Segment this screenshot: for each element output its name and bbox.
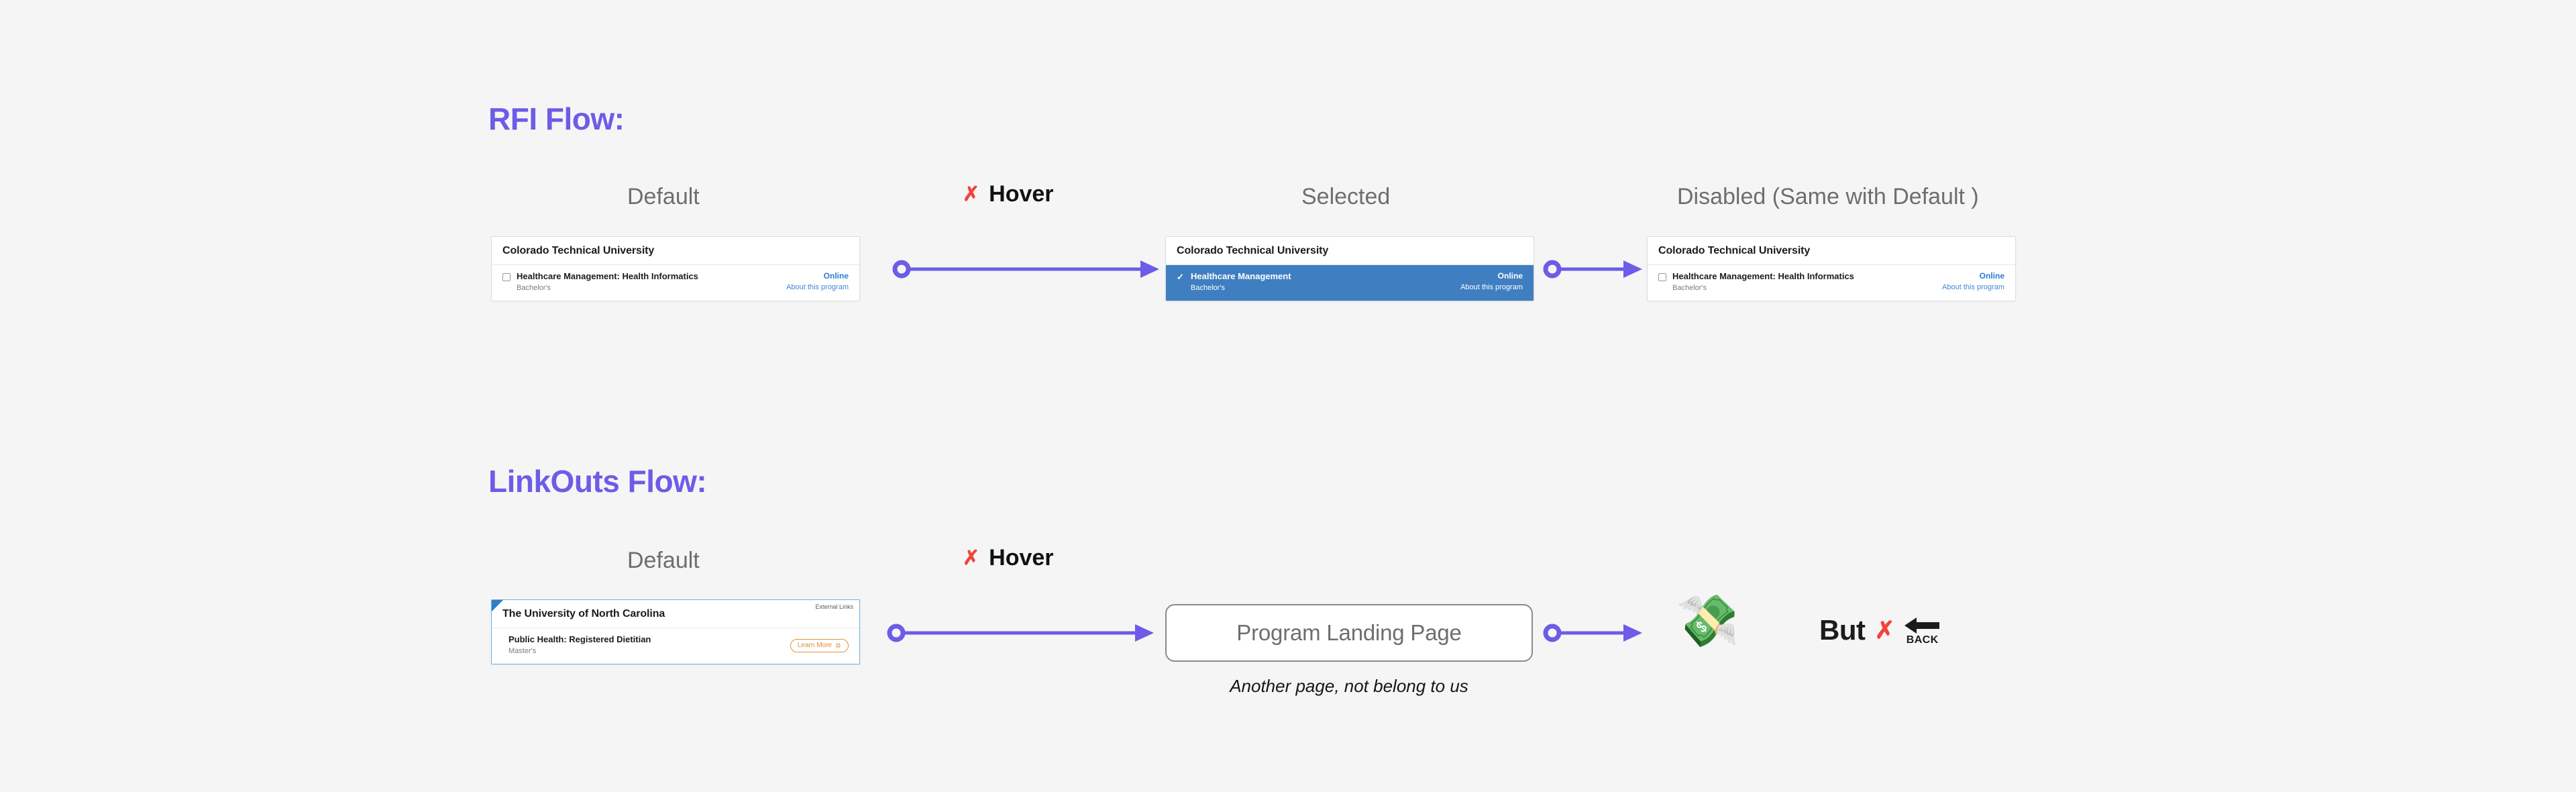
rfi-card-disabled-program-text: Healthcare Management: Health Informatic… bbox=[1672, 271, 1854, 293]
learn-more-label: Learn More bbox=[797, 641, 832, 649]
rfi-card-default-program-text: Healthcare Management: Health Informatic… bbox=[517, 271, 698, 293]
checkbox-icon[interactable] bbox=[502, 273, 511, 281]
rfi-card-disabled-about-link[interactable]: About this program bbox=[1942, 283, 2004, 291]
linkout-card-default[interactable]: External Links The University of North C… bbox=[491, 599, 860, 664]
flow-arrow-selected-to-disabled-svg bbox=[1543, 260, 1642, 279]
learn-more-button[interactable]: Learn More bbox=[790, 638, 849, 652]
rfi-column-header-default-label: Default bbox=[627, 184, 700, 209]
linkout-card-program-row[interactable]: Public Health: Registered Dietitian Mast… bbox=[492, 628, 859, 664]
linkouts-column-header-hover: ✗ Hover bbox=[963, 545, 1054, 571]
rfi-column-header-default: Default bbox=[627, 184, 700, 210]
linkouts-column-header-default: Default bbox=[627, 548, 700, 574]
linkout-card-school: The University of North Carolina bbox=[502, 608, 665, 620]
rfi-card-selected-program-row[interactable]: ✓ Healthcare Management Bachelor's Onlin… bbox=[1166, 265, 1534, 301]
rfi-card-disabled-school: Colorado Technical University bbox=[1658, 245, 1811, 256]
rfi-card-disabled-program-degree: Bachelor's bbox=[1672, 283, 1707, 292]
rfi-column-header-selected-label: Selected bbox=[1301, 184, 1391, 209]
back-button-label: BACK bbox=[1906, 634, 1939, 646]
checkbox-icon[interactable] bbox=[1658, 273, 1666, 281]
rfi-card-selected-header: Colorado Technical University bbox=[1166, 237, 1534, 265]
linkouts-flow-title: LinkOuts Flow: bbox=[488, 464, 707, 499]
program-landing-page-box[interactable]: Program Landing Page bbox=[1165, 604, 1533, 662]
rfi-card-default-program-left: Healthcare Management: Health Informatic… bbox=[502, 271, 698, 293]
rfi-card-disabled-program-right: Online About this program bbox=[1942, 271, 2004, 291]
red-x-icon: ✗ bbox=[1874, 616, 1895, 644]
rfi-column-header-selected: Selected bbox=[1301, 184, 1390, 210]
linkout-card-program-degree: Master's bbox=[508, 646, 537, 655]
rfi-column-header-disabled-label: Disabled (Same with Default ) bbox=[1677, 184, 1979, 209]
linkout-card-program-name: Public Health: Registered Dietitian bbox=[508, 634, 651, 644]
flow-arrow-linkout-to-landing bbox=[887, 621, 1155, 648]
red-x-icon: ✗ bbox=[963, 183, 980, 205]
checkmark-icon[interactable]: ✓ bbox=[1177, 272, 1184, 282]
linkout-card-program-right: Learn More bbox=[790, 638, 849, 652]
rfi-card-disabled-program-left: Healthcare Management: Health Informatic… bbox=[1658, 271, 1854, 293]
rfi-flow-title: RFI Flow: bbox=[488, 101, 625, 136]
rfi-card-selected-program-right: Online About this program bbox=[1460, 271, 1523, 291]
linkout-card-program-text: Public Health: Registered Dietitian Mast… bbox=[508, 634, 651, 656]
rfi-card-default-header: Colorado Technical University bbox=[492, 237, 859, 265]
back-arrow-icon bbox=[1904, 617, 1939, 634]
corner-ribbon-icon bbox=[492, 600, 503, 611]
flow-arrow-default-to-selected-svg bbox=[892, 260, 1159, 279]
rfi-card-default-program-name: Healthcare Management: Health Informatic… bbox=[517, 271, 698, 281]
program-landing-page-label: Program Landing Page bbox=[1236, 620, 1462, 645]
flow-arrow-landing-to-outcome-svg bbox=[1543, 624, 1642, 642]
rfi-card-selected-program-name: Healthcare Management bbox=[1191, 271, 1291, 281]
back-button[interactable]: BACK bbox=[1904, 615, 1941, 646]
rfi-card-default[interactable]: Colorado Technical University Healthcare… bbox=[491, 236, 860, 301]
rfi-card-default-modality: Online bbox=[823, 271, 849, 281]
program-landing-page-note: Another page, not belong to us bbox=[1230, 676, 1468, 696]
rfi-card-disabled-header: Colorado Technical University bbox=[1648, 237, 2015, 265]
linkouts-column-header-default-label: Default bbox=[627, 548, 700, 573]
rfi-card-disabled-program-name: Healthcare Management: Health Informatic… bbox=[1672, 271, 1854, 281]
rfi-card-disabled-program-row[interactable]: Healthcare Management: Health Informatic… bbox=[1648, 265, 2015, 301]
rfi-card-selected-program-left: ✓ Healthcare Management Bachelor's bbox=[1177, 271, 1291, 293]
rfi-card-default-program-degree: Bachelor's bbox=[517, 283, 551, 292]
rfi-card-selected-program-degree: Bachelor's bbox=[1191, 283, 1226, 292]
rfi-card-selected-modality: Online bbox=[1497, 271, 1523, 281]
rfi-card-disabled[interactable]: Colorado Technical University Healthcare… bbox=[1647, 236, 2016, 301]
flow-arrow-landing-to-outcome bbox=[1543, 621, 1644, 648]
linkouts-column-header-hover-label: Hover bbox=[989, 545, 1054, 571]
external-link-icon bbox=[836, 643, 841, 648]
flow-arrow-selected-to-disabled bbox=[1543, 257, 1644, 285]
outcome-but-label: But bbox=[1819, 614, 1866, 646]
external-links-label: External Links bbox=[815, 603, 853, 610]
flow-arrow-linkout-to-landing-svg bbox=[887, 624, 1154, 642]
rfi-card-default-about-link[interactable]: About this program bbox=[786, 283, 849, 291]
money-with-wings-emoji: 💸 bbox=[1676, 593, 1739, 650]
rfi-card-selected-about-link[interactable]: About this program bbox=[1460, 283, 1523, 291]
flow-arrow-default-to-selected bbox=[892, 257, 1161, 285]
linkout-card-header: External Links The University of North C… bbox=[492, 600, 859, 628]
linkout-card-program-left: Public Health: Registered Dietitian Mast… bbox=[502, 634, 651, 656]
rfi-column-header-hover-label: Hover bbox=[989, 181, 1054, 207]
rfi-column-header-hover: ✗ Hover bbox=[963, 181, 1054, 207]
rfi-card-selected-program-text: Healthcare Management Bachelor's bbox=[1191, 271, 1291, 293]
rfi-card-default-school: Colorado Technical University bbox=[502, 245, 655, 256]
red-x-icon: ✗ bbox=[963, 546, 980, 569]
rfi-card-disabled-modality: Online bbox=[1979, 271, 2004, 281]
rfi-column-header-disabled: Disabled (Same with Default ) bbox=[1677, 184, 1979, 210]
rfi-card-selected[interactable]: Colorado Technical University ✓ Healthca… bbox=[1165, 236, 1534, 301]
outcome-but-group: But ✗ BACK bbox=[1819, 614, 1941, 646]
rfi-card-default-program-row[interactable]: Healthcare Management: Health Informatic… bbox=[492, 265, 859, 301]
rfi-card-selected-school: Colorado Technical University bbox=[1177, 245, 1329, 256]
rfi-card-default-program-right: Online About this program bbox=[786, 271, 849, 291]
